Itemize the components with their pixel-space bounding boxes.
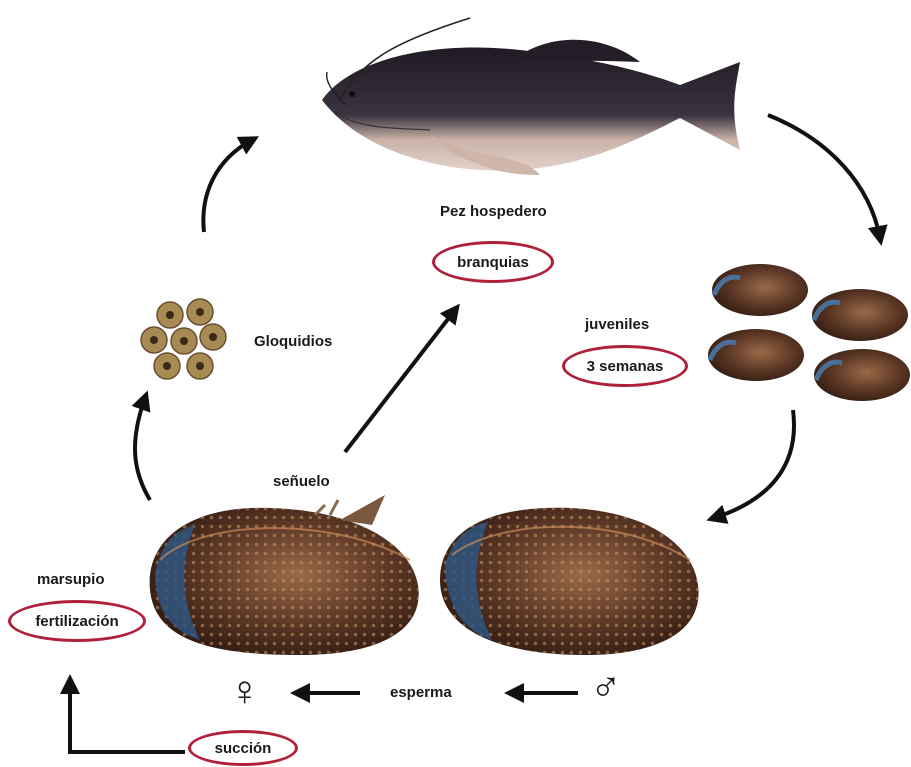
juveniles-label: juveniles <box>585 316 649 333</box>
sperm-label: esperma <box>390 684 452 701</box>
marsupium-label: marsupio <box>37 571 105 588</box>
male-mussel-image <box>440 508 699 655</box>
host-fish-label: Pez hospedero <box>440 203 547 220</box>
gills-oval: branquias <box>432 241 554 283</box>
juvenile-mussels-image <box>708 264 910 401</box>
female-symbol: ♀ <box>229 666 261 716</box>
lure-label: señuelo <box>273 473 330 490</box>
male-symbol: ♂ <box>590 662 622 712</box>
catfish-image <box>322 18 740 175</box>
glochidia-cluster-image <box>141 299 226 379</box>
suction-oval: succión <box>188 730 298 766</box>
glochidia-label: Gloquidios <box>254 333 332 350</box>
female-mussel-image <box>150 495 419 655</box>
fertilization-oval: fertilización <box>8 600 146 642</box>
three-weeks-oval: 3 semanas <box>562 345 688 387</box>
